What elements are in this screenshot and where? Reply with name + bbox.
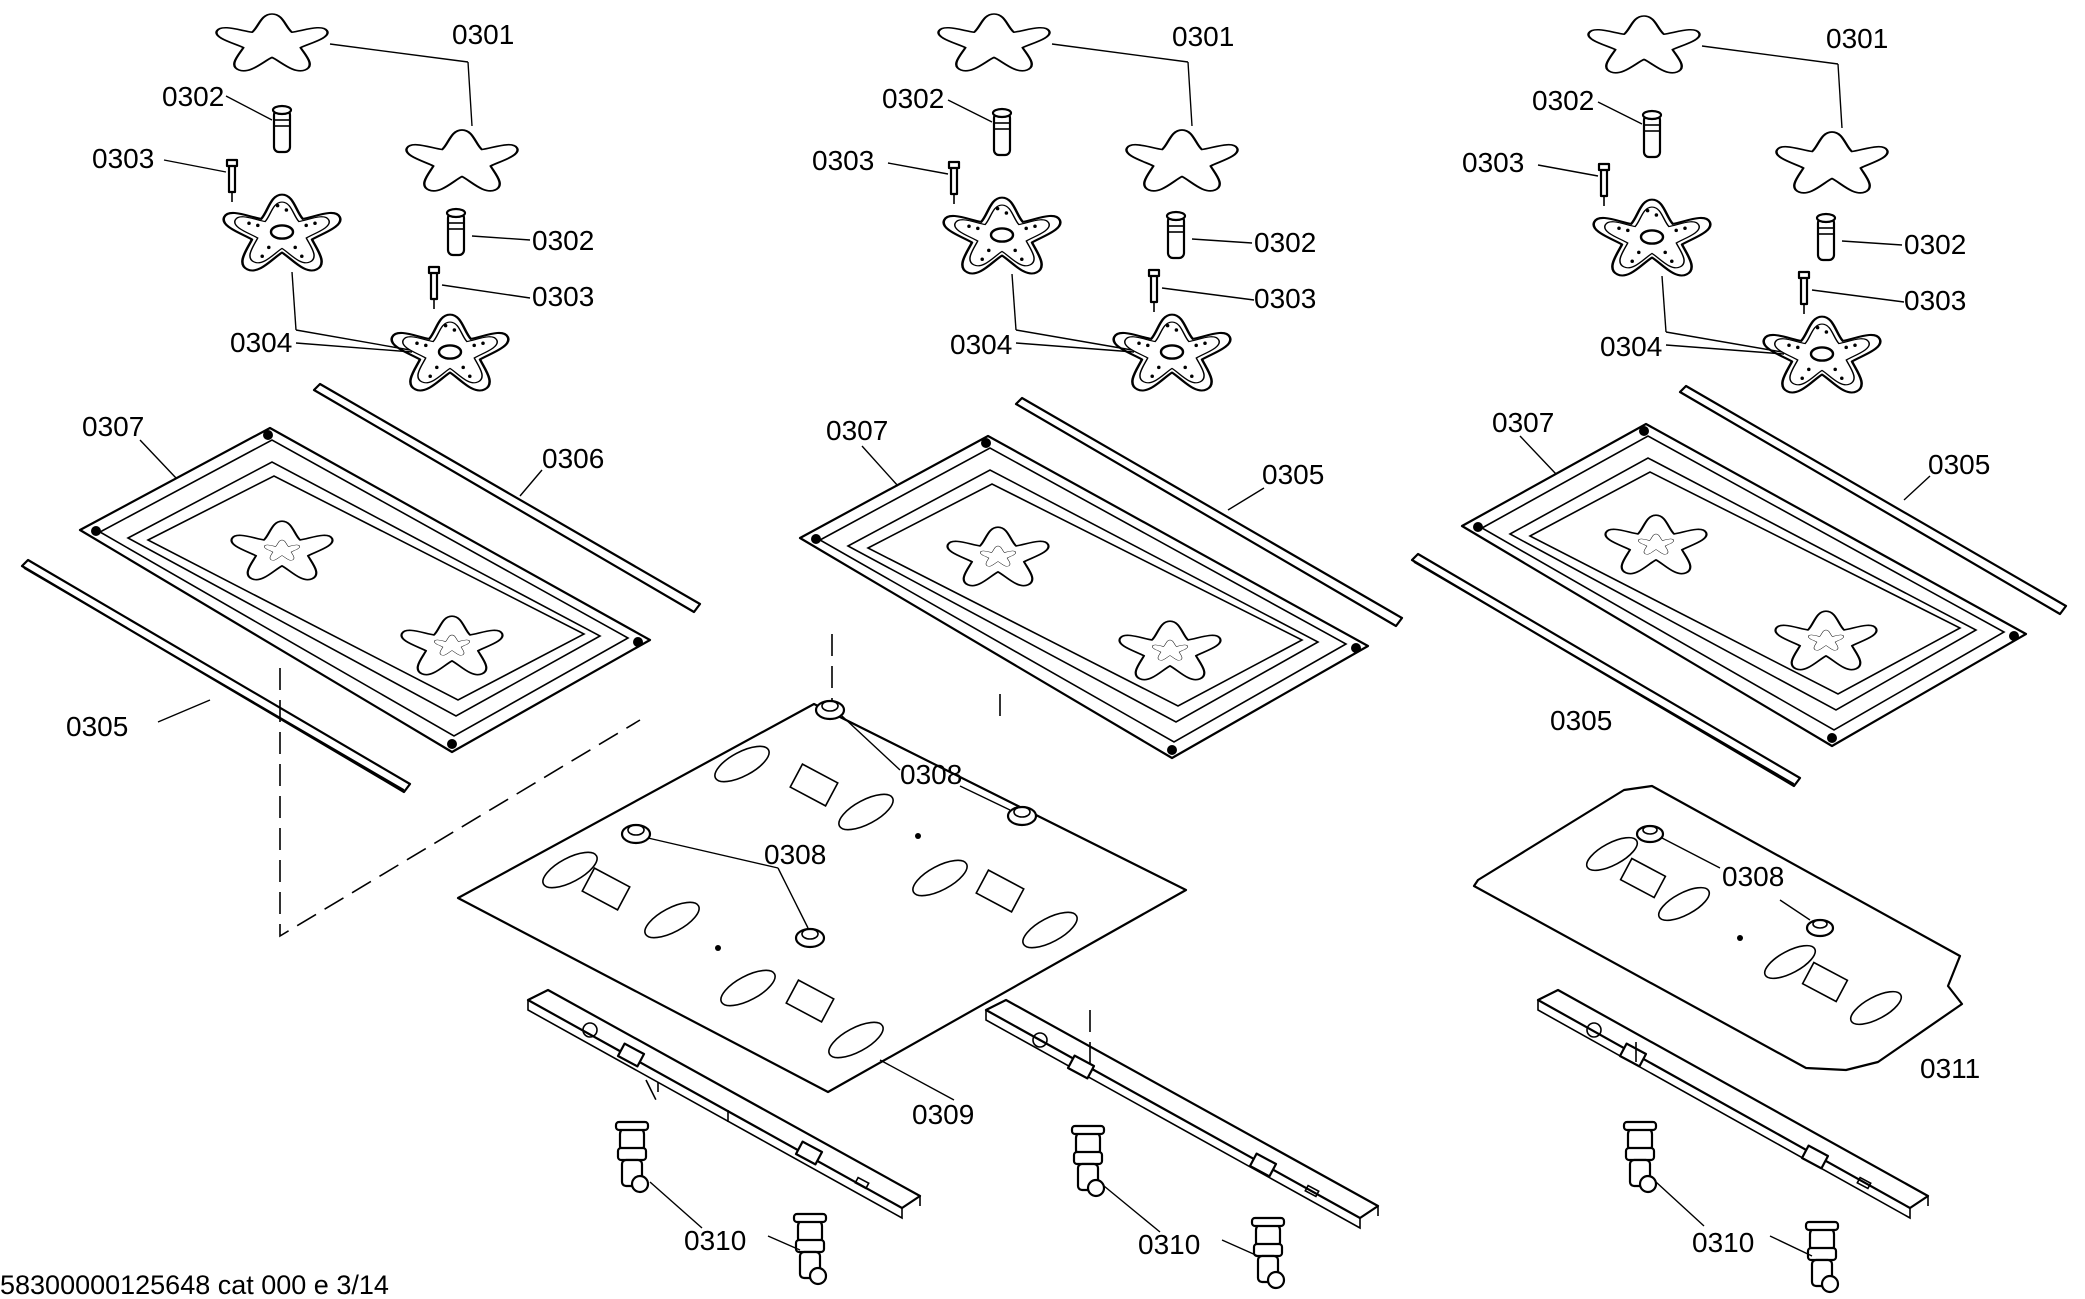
bracket-middle [984, 998, 1380, 1230]
distributor-a [944, 198, 1061, 274]
grommet [1006, 805, 1038, 827]
gas-valve [1250, 1216, 1286, 1290]
label-0302: 0302 [882, 83, 944, 114]
label-0303: 0303 [1254, 283, 1316, 314]
burner-base-plate [456, 699, 1188, 1101]
label-0309: 0309 [912, 1099, 974, 1130]
label-0303: 0303 [812, 145, 874, 176]
jet-a [225, 158, 239, 204]
burner-tray [798, 434, 1370, 760]
label-0304: 0304 [950, 329, 1012, 360]
label-0303: 0303 [92, 143, 154, 174]
gas-valve [1622, 1120, 1658, 1194]
label-0307: 0307 [1492, 407, 1554, 438]
label-0303: 0303 [1462, 147, 1524, 178]
label-0307: 0307 [826, 415, 888, 446]
label-0301: 0301 [452, 19, 514, 50]
label-0310: 0310 [684, 1225, 746, 1256]
label-0307: 0307 [82, 411, 144, 442]
rail-left [20, 558, 412, 794]
distributor-a [1594, 200, 1711, 276]
label-0306: 0306 [542, 443, 604, 474]
distributor-a [224, 195, 341, 271]
label-0311: 0311 [1920, 1053, 1980, 1084]
label-0305: 0305 [66, 711, 128, 742]
injector-holder-b [1165, 210, 1187, 260]
rail-right [1014, 396, 1404, 628]
burner-tray [1460, 422, 2028, 748]
distributor-b [1764, 317, 1881, 393]
label-0302: 0302 [162, 81, 224, 112]
label-0302: 0302 [532, 225, 594, 256]
label-0308: 0308 [900, 759, 962, 790]
group-left [20, 12, 702, 938]
burner-cap-upper [937, 12, 1051, 73]
injector-holder-a [271, 104, 293, 154]
gas-valve [1804, 1220, 1840, 1294]
jet-b [1147, 268, 1161, 314]
burner-base-plate-right [1472, 784, 1964, 1072]
label-0310: 0310 [1692, 1227, 1754, 1258]
distributor-b [1114, 315, 1231, 391]
injector-holder-b [1815, 212, 1837, 262]
grommet [814, 699, 846, 721]
grommet [620, 823, 652, 845]
bracket-left [526, 988, 922, 1220]
jet-a [947, 160, 961, 206]
label-0303: 0303 [532, 281, 594, 312]
label-0305: 0305 [1550, 705, 1612, 736]
label-0308: 0308 [764, 839, 826, 870]
rail-right [1678, 384, 2068, 616]
injector-holder-a [991, 107, 1013, 157]
label-0305: 0305 [1928, 449, 1990, 480]
label-0304: 0304 [1600, 331, 1662, 362]
label-0301: 0301 [1172, 21, 1234, 52]
burner-cap-lower [1125, 128, 1239, 193]
group-middle [798, 12, 1404, 760]
grommet [1635, 824, 1665, 844]
rail-left [1410, 552, 1802, 788]
label-0310: 0310 [1138, 1229, 1200, 1260]
burner-cap-upper [215, 12, 329, 73]
label-0305: 0305 [1262, 459, 1324, 490]
distributor-b [392, 315, 509, 391]
burner-tray [78, 426, 652, 754]
jet-b [1797, 270, 1811, 316]
grommet [794, 927, 826, 949]
burner-cap-lower [1775, 130, 1889, 195]
label-0304: 0304 [230, 327, 292, 358]
label-0302: 0302 [1254, 227, 1316, 258]
injector-holder-b [445, 207, 467, 257]
jet-b [427, 265, 441, 311]
burner-cap-lower [405, 128, 519, 193]
jet-a [1597, 162, 1611, 208]
rail-right [312, 382, 702, 614]
gas-valve [1070, 1124, 1106, 1198]
footer-catalog-reference: 58300000125648 cat 000 e 3/14 [0, 1270, 389, 1299]
gas-valve [614, 1120, 650, 1194]
burner-cap-upper [1587, 14, 1701, 75]
injector-holder-a [1641, 109, 1663, 159]
label-0302: 0302 [1904, 229, 1966, 260]
group-right [1410, 14, 2068, 788]
label-0308: 0308 [1722, 861, 1784, 892]
label-0301: 0301 [1826, 23, 1888, 54]
label-0302: 0302 [1532, 85, 1594, 116]
grommet [1805, 918, 1835, 938]
label-0303: 0303 [1904, 285, 1966, 316]
